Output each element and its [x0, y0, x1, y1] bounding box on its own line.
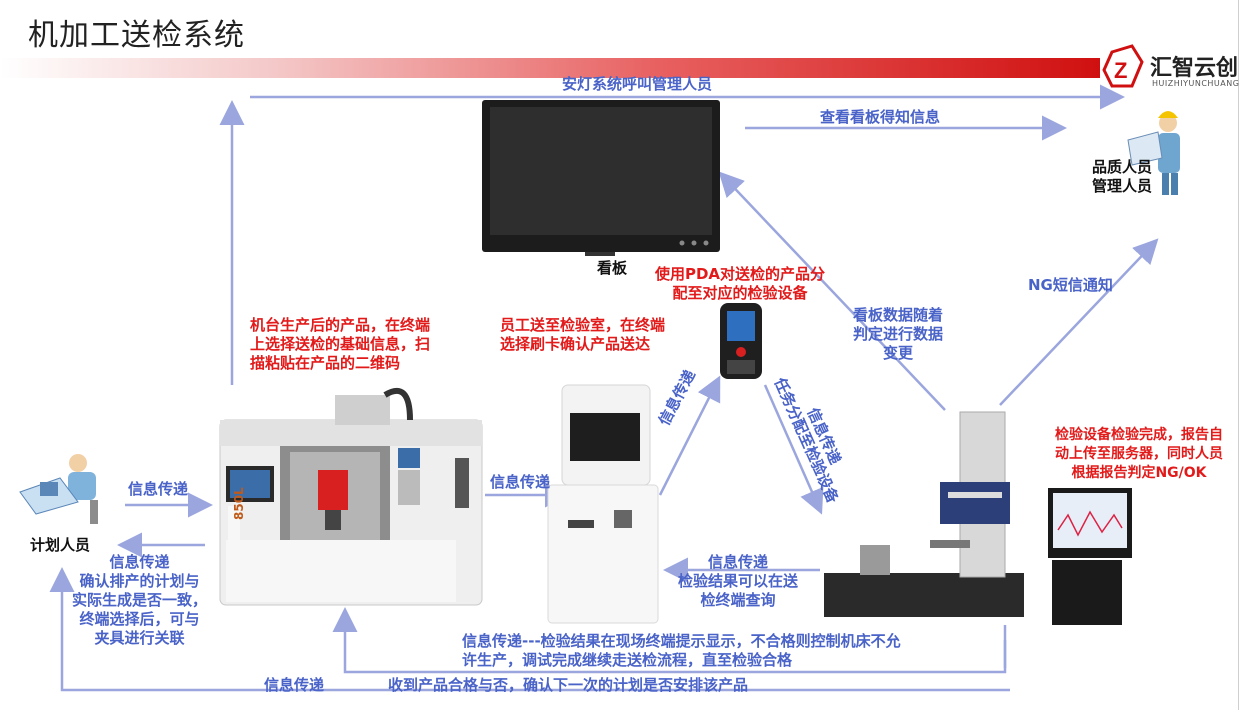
cnc-machine-image: [219, 387, 483, 606]
machine-produce-label: 机台生产后的产品，在终端 上选择送检的基础信息，扫 描粘贴在产品的二维码: [250, 316, 431, 372]
pda-device-image: [720, 303, 762, 379]
andon-label: 安灯系统呼叫管理人员: [562, 75, 713, 93]
info-pass-mid-label: 信息传递: [490, 473, 551, 491]
page-title: 机加工送检系统: [28, 18, 245, 53]
logo-subtitle: HUIZHIYUNCHUANG: [1152, 79, 1240, 88]
worker-send-label: 员工送至检验室，在终端 选择刷卡确认产品送达: [500, 316, 666, 353]
planner-icon: [19, 454, 98, 524]
inspection-equipment-image: [824, 411, 1132, 625]
kanban-board-image: [482, 100, 720, 256]
inspect-done-label: 检验设备检验完成，报告自 动上传至服务器，同时人员 根据报告判定NG/OK: [1055, 427, 1223, 481]
info-pass-left-label: 信息传递: [128, 480, 189, 498]
ng-sms-label: NG短信通知: [1028, 276, 1113, 294]
result-display-label: 信息传递---检验结果在现场终端提示显示，不合格则控制机床不允 许生产，调试完成…: [462, 632, 901, 669]
quality-person-icon: [1127, 111, 1180, 195]
inspection-terminal-image: [547, 384, 659, 624]
result-query-label: 信息传递 检验结果可以在送 检终端查询: [677, 553, 798, 609]
board-data-label: 看板数据随着 判定进行数据 变更: [852, 306, 943, 362]
flow-arrows: [49, 84, 1159, 692]
bottom-confirm-label: 收到产品合格与否，确认下一次的计划是否安排该产品: [388, 676, 749, 694]
logo-name: 汇智云创: [1150, 56, 1239, 81]
right-divider: [1238, 0, 1239, 710]
board-label: 看板: [597, 259, 628, 277]
logo-icon: Z: [1102, 44, 1144, 88]
pda-assign-label: 使用PDA对送检的产品分 配至对应的检验设备: [654, 265, 826, 302]
svg-text:Z: Z: [1114, 58, 1127, 83]
info-back-label: 信息传递 确认排产的计划与 实际生成是否一致， 终端选择后，可与 夹具进行关联: [71, 553, 207, 647]
quality-person-label: 品质人员 管理人员: [1091, 158, 1152, 195]
info-pass-bottom-label: 信息传递: [264, 676, 325, 694]
machine-brand-label: 850L: [232, 487, 246, 520]
title-bar-gradient: [0, 58, 1100, 78]
planner-label: 计划人员: [30, 536, 91, 554]
view-board-label: 查看看板得知信息: [820, 108, 941, 126]
